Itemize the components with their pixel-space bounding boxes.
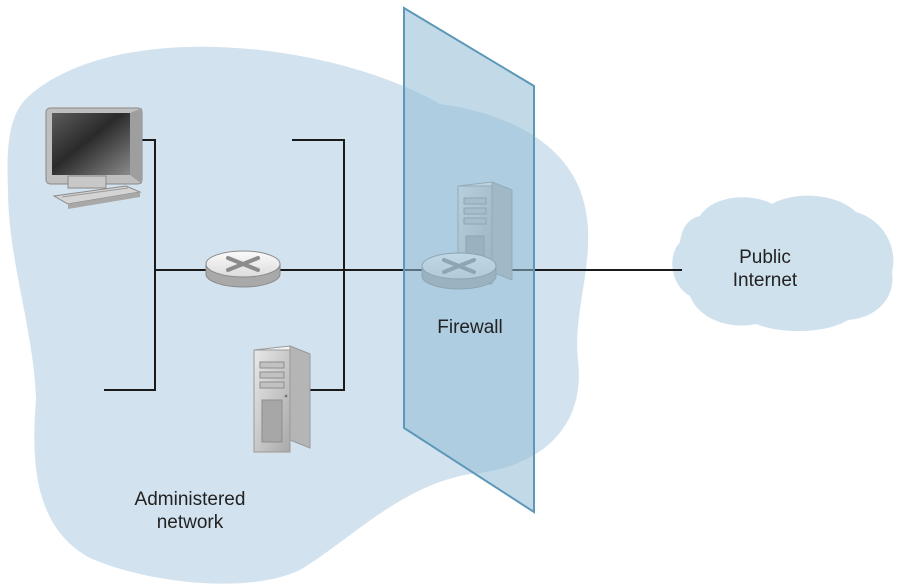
public-internet-label-line-2: Internet (732, 270, 798, 291)
public-internet-cloud (672, 195, 894, 332)
server-tower-icon (253, 345, 311, 453)
firewall-label: Firewall (437, 317, 503, 338)
left-bus-link (104, 139, 156, 391)
administered-network-label: Administered network (90, 488, 290, 534)
administered-network-label-line-2: network (156, 512, 224, 533)
administered-network-label-line-1: Administered (134, 489, 246, 510)
router-icon (205, 250, 281, 288)
right-bus-link (292, 139, 345, 391)
desktop-computer-icon (45, 107, 143, 209)
public-internet-label-line-1: Public (739, 247, 791, 268)
public-internet-label: Public Internet (690, 246, 840, 292)
firewall-panel (403, 6, 535, 514)
